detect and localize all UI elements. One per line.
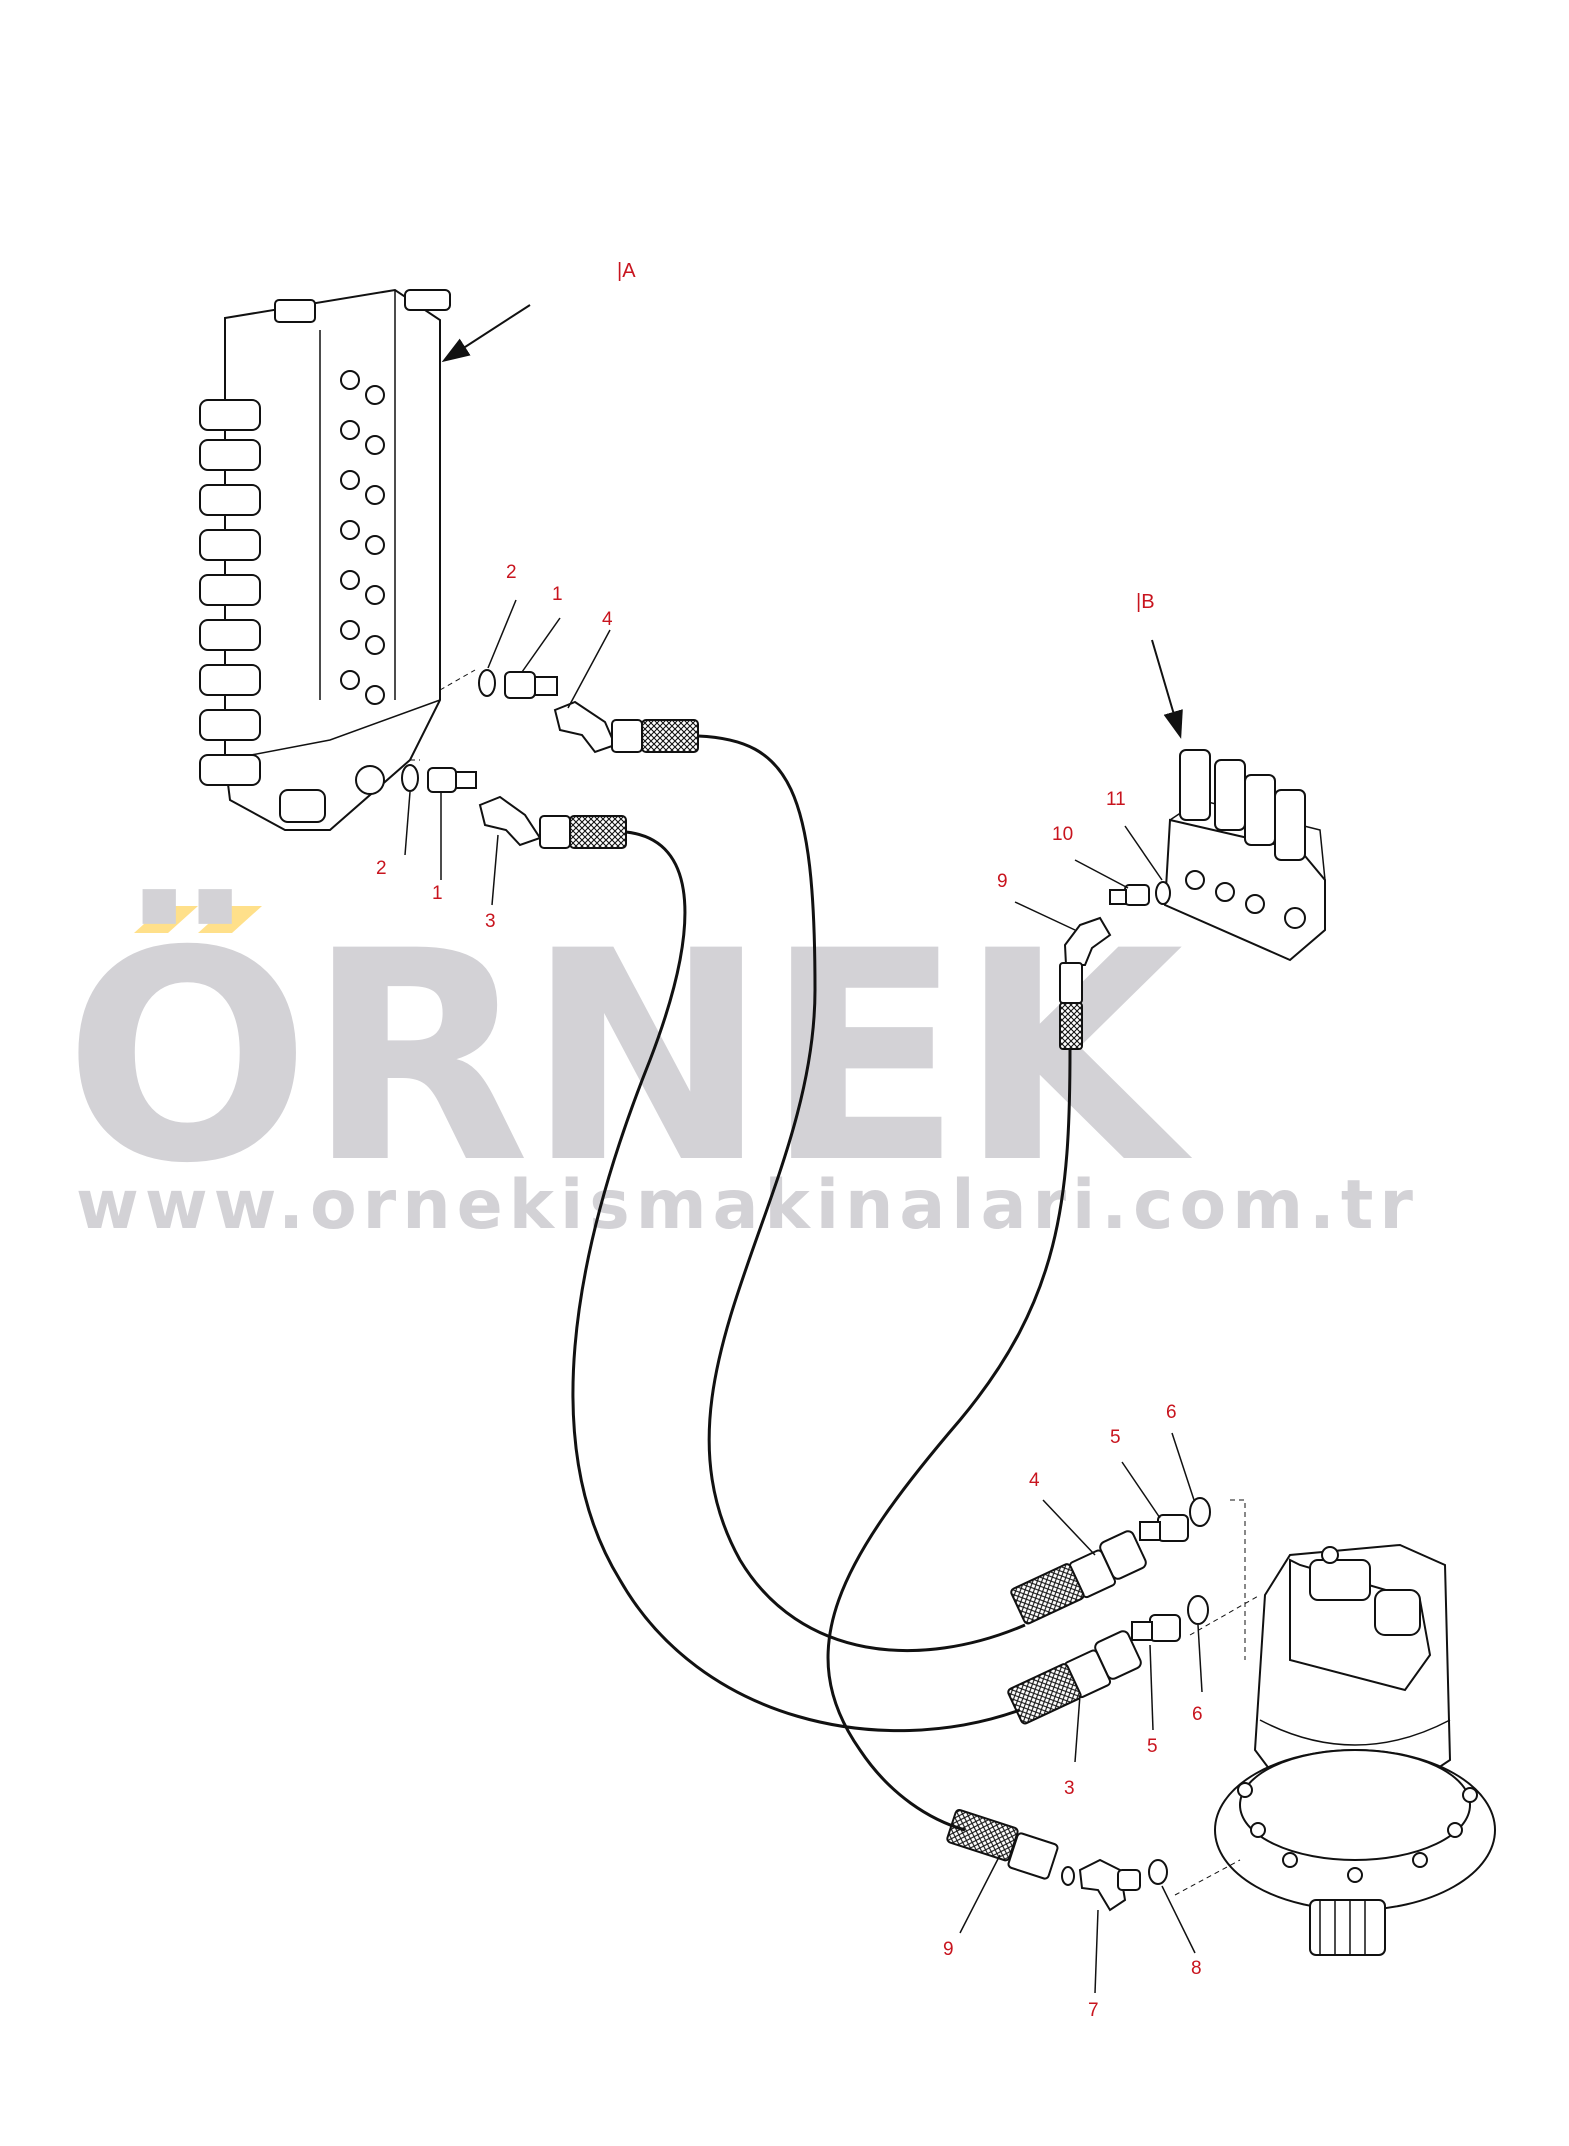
- callout-7: 7: [1088, 2000, 1099, 2021]
- hose-4: [697, 734, 1026, 1653]
- callout-4-bottom: 4: [1029, 1470, 1040, 1491]
- watermark-url: www.ornekismakinalari.com.tr: [76, 1166, 1419, 1245]
- arrow-a: [441, 304, 531, 363]
- hose-9: [826, 1048, 1072, 1832]
- pilot-valve-block: [1163, 749, 1326, 962]
- callout-9-bottom: 9: [943, 1939, 954, 1960]
- valve-ports: [340, 370, 385, 795]
- callout-6-bottom: 6: [1192, 1704, 1203, 1725]
- pilot-fittings: [1059, 881, 1171, 1050]
- motor-fittings-lower: [1007, 1595, 1209, 1725]
- callout-5-bottom: 5: [1147, 1736, 1158, 1757]
- callout-10: 10: [1052, 824, 1073, 845]
- watermark-umlaut-accents: [134, 906, 262, 933]
- control-valve-block: [199, 288, 476, 831]
- callout-3-top: 3: [485, 911, 496, 932]
- callout-6-top: 6: [1166, 1402, 1177, 1423]
- callout-5-top: 5: [1110, 1427, 1121, 1448]
- arrow-b: [1151, 639, 1183, 739]
- valve-fittings-lower: [401, 764, 627, 849]
- umlaut-left-mark: [134, 906, 198, 933]
- watermark-brand: ÖRNEK: [64, 886, 1194, 1227]
- view-label-b: |B: [1136, 591, 1155, 613]
- hoses: [571, 734, 1072, 1832]
- callout-8: 8: [1191, 1958, 1202, 1979]
- callout-labels: 2 1 4 2 1 3 11 10 9 6 5 4 6 5 3 9 8 7: [376, 562, 1203, 2021]
- motor-head: [1289, 1546, 1432, 1692]
- swing-motor: [1174, 1499, 1496, 1956]
- callout-1-top: 1: [552, 584, 563, 605]
- motor-fittings-upper: [1010, 1497, 1211, 1625]
- leader-lines: [404, 599, 1203, 1994]
- valve-spools-left: [199, 399, 261, 786]
- motor-bolts: [1237, 1782, 1478, 1883]
- callout-1-bottom: 1: [432, 883, 443, 904]
- view-label-a: |A: [617, 260, 636, 282]
- callout-3-bottom: 3: [1064, 1778, 1075, 1799]
- umlaut-right-mark: [198, 906, 262, 933]
- callout-9-top: 9: [997, 871, 1008, 892]
- watermark: ÖRNEK www.ornekismakinalari.com.tr: [64, 886, 1419, 1245]
- callout-2-top: 2: [506, 562, 517, 583]
- callout-2-bottom: 2: [376, 858, 387, 879]
- callout-4-top: 4: [602, 609, 613, 630]
- valve-fittings-upper: [478, 669, 699, 754]
- hose-3: [571, 830, 1021, 1733]
- motor-fittings-bottom: [946, 1808, 1168, 1912]
- callout-11: 11: [1106, 789, 1126, 810]
